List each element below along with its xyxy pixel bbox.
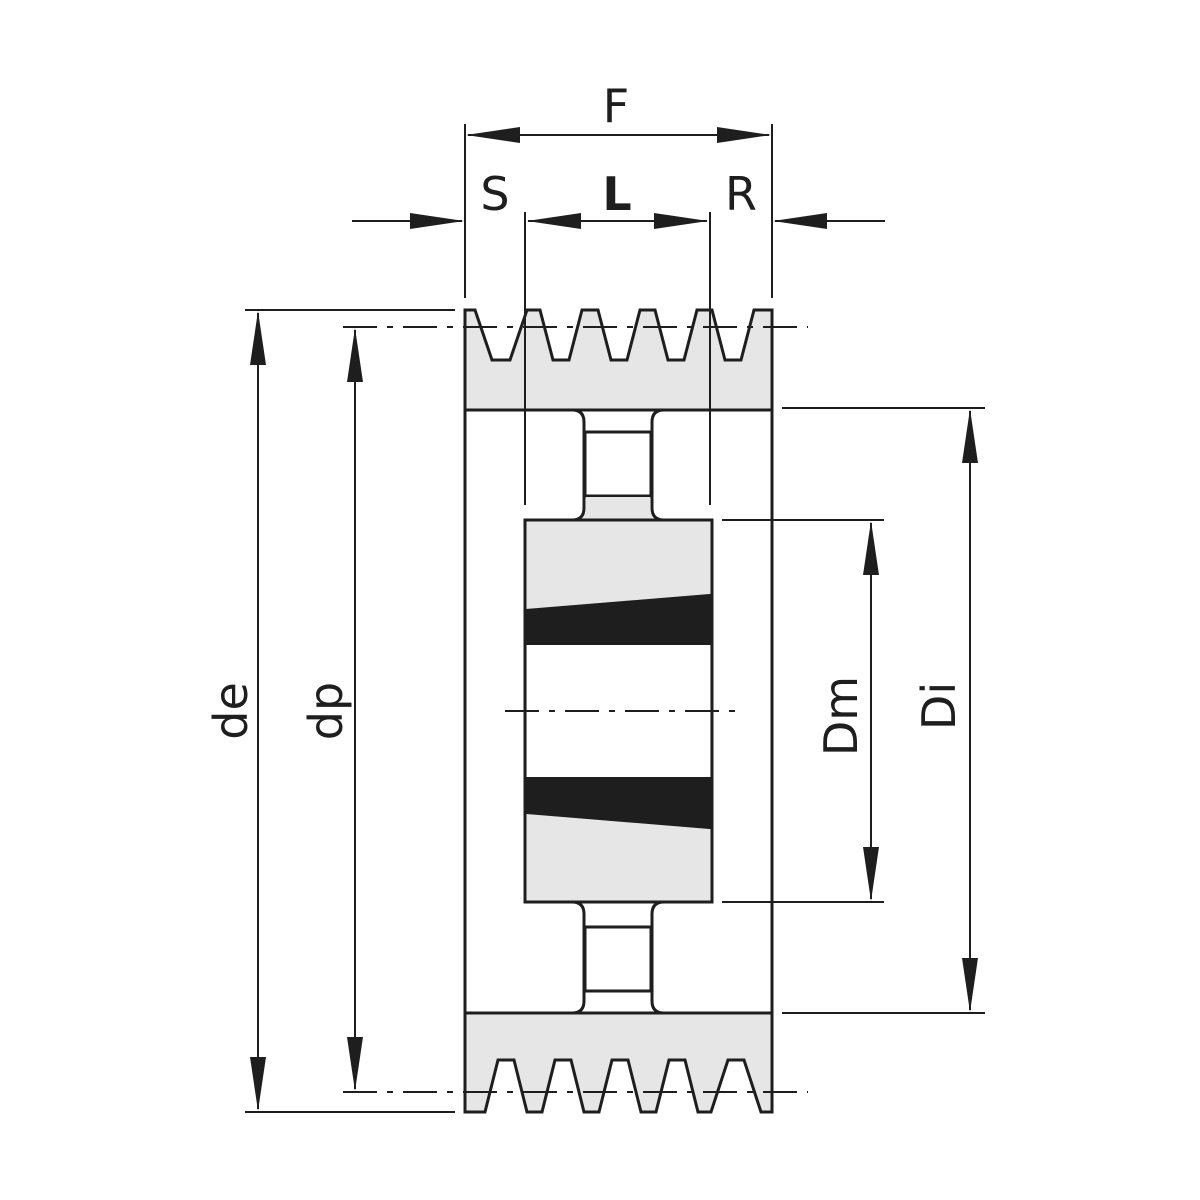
lower-web-arm bbox=[583, 925, 653, 993]
arrow-de-bottom bbox=[250, 1057, 266, 1111]
taper-bush-top bbox=[525, 593, 711, 645]
upper-arm-fill bbox=[526, 497, 711, 523]
arrow-Di-bottom bbox=[962, 958, 978, 1012]
arrow-Di-top bbox=[962, 409, 978, 463]
bore bbox=[527, 644, 710, 778]
label-F: F bbox=[603, 79, 629, 133]
arrow-F-left bbox=[466, 127, 520, 143]
label-R: R bbox=[725, 167, 757, 221]
label-S: S bbox=[480, 167, 509, 221]
arrow-Dm-bottom bbox=[863, 847, 879, 901]
arrow-F-right bbox=[717, 127, 771, 143]
arrow-Dm-top bbox=[863, 521, 879, 575]
arrow-R bbox=[773, 213, 827, 229]
taper-bush-bottom bbox=[525, 777, 711, 830]
web-lower-pocket-right bbox=[650, 900, 772, 1015]
label-L: L bbox=[602, 167, 631, 221]
arrow-L-left bbox=[527, 213, 581, 229]
arrow-de-top bbox=[250, 311, 266, 365]
label-de: de bbox=[204, 682, 258, 740]
label-dp: dp bbox=[299, 682, 353, 740]
web-outline bbox=[463, 410, 774, 1013]
label-Di: Di bbox=[912, 682, 966, 730]
label-Dm: Dm bbox=[814, 676, 868, 756]
arrow-dp-top bbox=[347, 328, 363, 382]
arrow-L-right bbox=[654, 213, 708, 229]
arrow-dp-bottom bbox=[347, 1037, 363, 1091]
web-upper-pocket-right bbox=[650, 408, 772, 522]
web-lower-pocket-left bbox=[465, 900, 586, 1015]
arrow-S bbox=[410, 213, 464, 229]
upper-web-arm bbox=[583, 430, 653, 498]
top-rim bbox=[463, 308, 774, 412]
bottom-rim bbox=[463, 1011, 774, 1114]
